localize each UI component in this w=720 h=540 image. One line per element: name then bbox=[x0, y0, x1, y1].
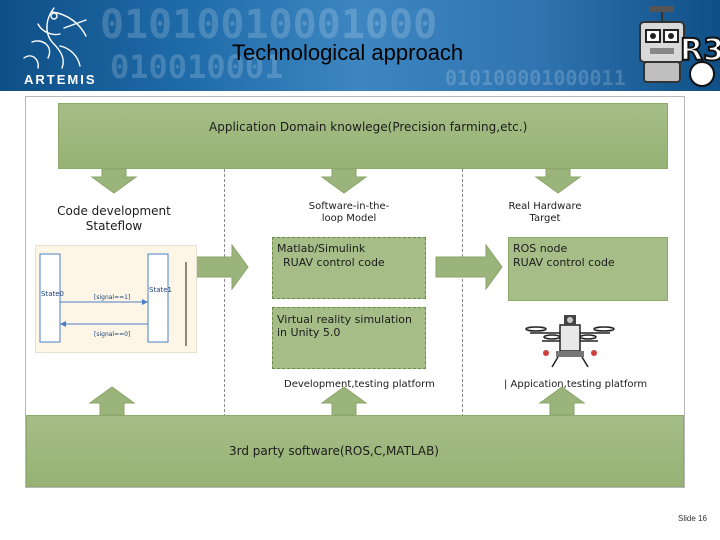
state1-label: State1 bbox=[149, 286, 172, 294]
stateflow-chart: State0 State1 [signal==1] [signal==0] bbox=[35, 245, 197, 353]
third-party-label: 3rd party software(ROS,C,MATLAB) bbox=[229, 444, 439, 458]
up-arrow bbox=[538, 386, 586, 416]
state0-label: State0 bbox=[41, 290, 64, 298]
matlab-code-label: RUAV control code bbox=[283, 256, 385, 269]
vr-label-1: Virtual reality simulation bbox=[277, 313, 413, 326]
application-domain-box: Application Domain knowlege(Precision fa… bbox=[58, 103, 668, 169]
binary-pattern: 01010010001000 bbox=[100, 2, 438, 48]
application-platform-label: | Appication,testing platform bbox=[504, 379, 648, 390]
ros-node-box: ROS node RUAV control code bbox=[508, 237, 668, 301]
hw-text-2: Target bbox=[529, 213, 561, 224]
stateflow-text: Stateflow bbox=[85, 219, 143, 233]
binary-pattern: 010100001000011 bbox=[445, 66, 626, 90]
sil-text-1: Software-in-the- bbox=[308, 201, 390, 212]
ros-code-label: RUAV control code bbox=[513, 256, 615, 269]
sil-model-label: Software-in-the- loop Model bbox=[284, 201, 414, 225]
third-party-software-box: 3rd party software(ROS,C,MATLAB) bbox=[26, 415, 684, 487]
transition-label: [signal==0] bbox=[94, 331, 130, 338]
matlab-simulink-box: Matlab/Simulink RUAV control code bbox=[272, 237, 426, 299]
artemis-logo-text: ARTEMIS bbox=[24, 72, 97, 87]
right-arrow bbox=[435, 243, 503, 291]
quadcopter-icon bbox=[525, 315, 615, 368]
arrows-layer bbox=[88, 168, 586, 416]
vr-label-2: in Unity 5.0 bbox=[277, 326, 341, 339]
hardware-target-label: Real Hardware Target bbox=[490, 201, 600, 225]
development-platform-label: Development,testing platform bbox=[284, 379, 435, 390]
matlab-label: Matlab/Simulink bbox=[277, 242, 366, 255]
stateflow-drawing: State0 State1 [signal==1] [signal==0] bbox=[39, 253, 187, 346]
column-divider bbox=[462, 169, 463, 417]
slide-title: Technological approach bbox=[232, 40, 464, 65]
up-arrow bbox=[320, 386, 368, 416]
code-development-label: Code development Stateflow bbox=[44, 204, 184, 234]
application-domain-label: Application Domain knowlege(Precision fa… bbox=[209, 120, 528, 134]
transition-label: [signal==1] bbox=[94, 294, 130, 301]
right-arrow bbox=[195, 243, 249, 291]
r3-robot-logo-icon: R3 bbox=[639, 6, 720, 87]
header-banner: 01010010001000 010010001 010100001000011… bbox=[0, 0, 720, 91]
sil-text-2: loop Model bbox=[321, 213, 377, 224]
technological-approach-diagram: Application Domain knowlege(Precision fa… bbox=[25, 96, 685, 488]
down-arrow bbox=[534, 168, 582, 194]
up-arrow bbox=[88, 386, 136, 416]
virtual-reality-box: Virtual reality simulation in Unity 5.0 bbox=[272, 307, 426, 369]
code-development-text: Code development bbox=[57, 204, 171, 218]
column-divider bbox=[224, 169, 225, 417]
down-arrow bbox=[90, 168, 138, 194]
binary-pattern: 010010001 bbox=[110, 48, 284, 86]
ros-label: ROS node bbox=[513, 242, 568, 255]
down-arrow bbox=[320, 168, 368, 194]
slide-number: Slide 16 bbox=[678, 514, 707, 523]
artemis-logo-icon bbox=[23, 7, 87, 69]
hw-text-1: Real Hardware bbox=[508, 201, 582, 212]
